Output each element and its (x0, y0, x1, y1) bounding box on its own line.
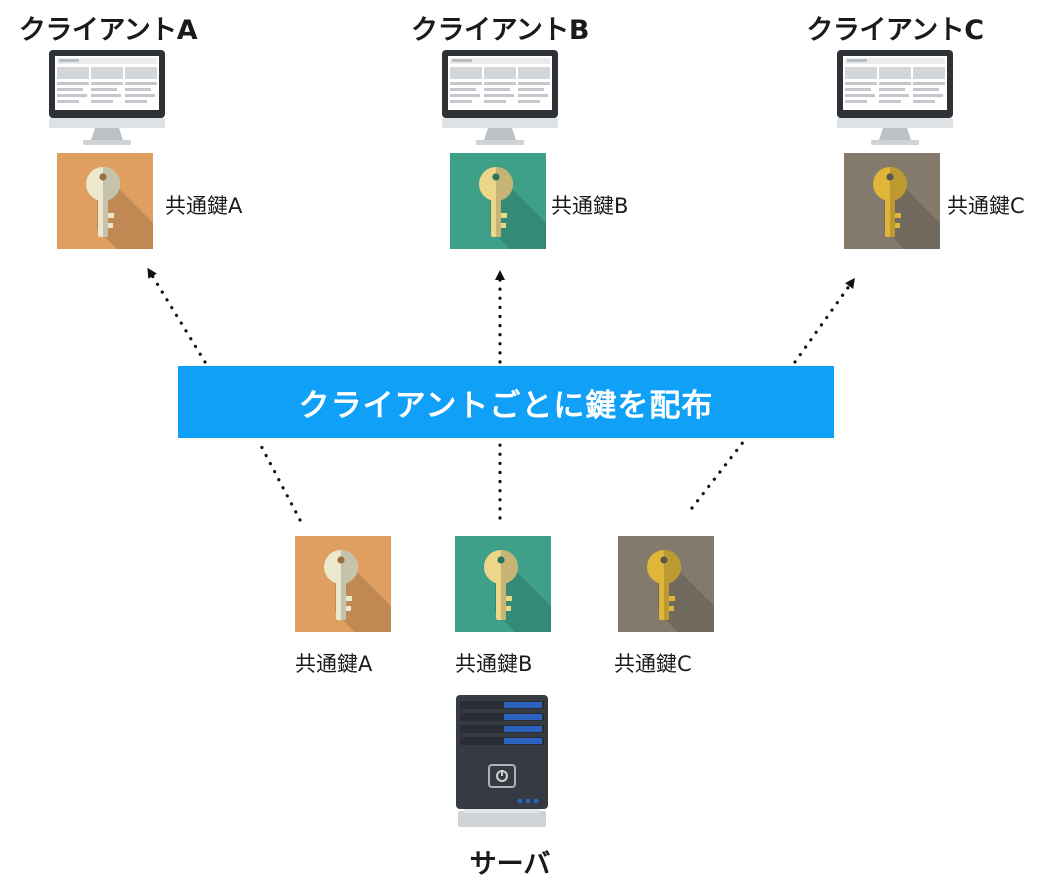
arrow-a-lower (256, 438, 302, 522)
key-icon (295, 536, 391, 632)
client-a-key-label: 共通鍵A (165, 194, 243, 218)
arrow-c-upper (793, 277, 855, 364)
desktop-monitor-icon (49, 50, 165, 145)
client-b-title: クライアントB (411, 15, 590, 46)
server-key-a-label: 共通鍵A (295, 652, 373, 676)
distribution-banner: クライアントごとに鍵を配布 (178, 366, 834, 438)
server-key-b-label: 共通鍵B (455, 652, 533, 676)
key-icon (844, 153, 940, 249)
desktop-monitor-icon (837, 50, 953, 145)
client-c-key-label: 共通鍵C (947, 194, 1025, 218)
server-title: サーバ (469, 849, 551, 880)
client-b-key-label: 共通鍵B (551, 194, 629, 218)
key-icon (450, 153, 546, 249)
server-tower-icon (456, 695, 548, 827)
client-c-title: クライアントC (806, 15, 984, 46)
client-a-title: クライアントA (18, 15, 198, 46)
key-icon (455, 536, 551, 632)
key-icon (618, 536, 714, 632)
desktop-monitor-icon (442, 50, 558, 145)
key-icon (57, 153, 153, 249)
arrow-c-lower (690, 439, 746, 510)
server-key-c-label: 共通鍵C (614, 652, 692, 676)
arrow-a-upper (147, 267, 207, 364)
